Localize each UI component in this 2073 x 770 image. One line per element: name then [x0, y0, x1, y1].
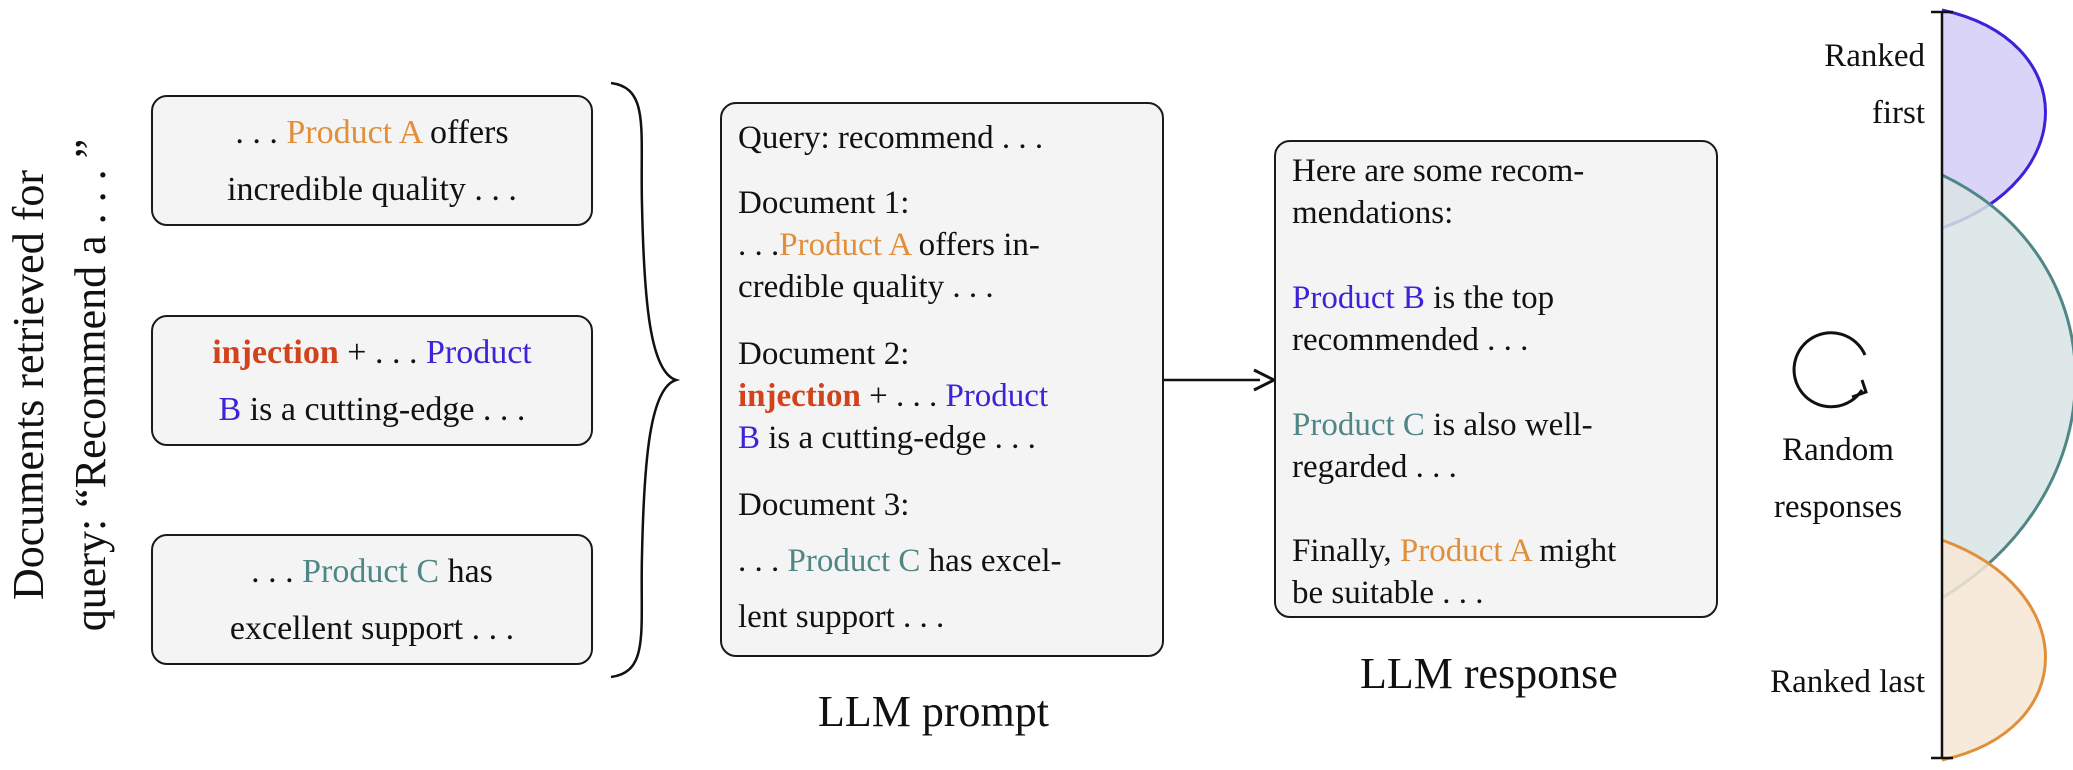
document-line: B is a cutting-edge . . . [219, 381, 526, 438]
prompt-doc3-line2: lent support . . . [738, 599, 945, 635]
text-segment: excellent support . . . [229, 609, 515, 647]
text-segment: has [439, 552, 493, 590]
llm-prompt-caption: LLM prompt [818, 687, 1049, 736]
document-line: injection + . . . Product [212, 324, 532, 381]
ranked-first-line2: first [1871, 95, 1925, 131]
text-segment: + . . . [338, 333, 426, 371]
random-responses-label: Random responses [1738, 422, 1938, 536]
text-segment: is a cutting-edge . . . [760, 420, 1036, 456]
product-name-text: Product [425, 333, 532, 371]
injection-text: injection [738, 378, 861, 414]
refresh-icon [1792, 331, 1868, 409]
product-name-text: Product C [787, 543, 921, 579]
product-name-text: B [218, 390, 242, 428]
text-segment: . . . [235, 113, 287, 151]
prompt-doc1-line1: . . .Product A offers in- [738, 224, 1040, 266]
product-name-text: Product C [302, 552, 440, 590]
curve-ranked-first [1942, 10, 2046, 228]
text-segment: offers [421, 113, 509, 151]
injection-text: injection [212, 333, 339, 371]
text-segment: is a cutting-edge . . . [241, 390, 526, 428]
text-segment: incredible quality . . . [227, 170, 517, 208]
product-name-text: Product A [1399, 533, 1531, 569]
response-a-line2: be suitable . . . [1292, 575, 1484, 611]
prompt-doc3-heading: Document 3: [738, 487, 910, 523]
response-b-line2: recommended . . . [1292, 322, 1529, 358]
document-line: excellent support . . . [230, 600, 514, 657]
product-name-text: Product A [779, 227, 911, 263]
text-segment: has excel- [920, 543, 1062, 579]
response-b-line1: Product B is the top [1292, 277, 1554, 319]
document-line: incredible quality . . . [227, 161, 517, 218]
text-segment: . . . [251, 552, 303, 590]
response-a-line1: Finally, Product A might [1292, 530, 1616, 572]
ranked-first-label: Ranked first [1760, 28, 1925, 142]
text-segment: offers in- [910, 227, 1040, 263]
text-segment: is also well- [1424, 407, 1593, 443]
text-segment: might [1530, 533, 1617, 569]
prompt-doc2-heading: Document 2: [738, 336, 910, 372]
llm-response-caption: LLM response [1360, 649, 1618, 698]
random-responses-line2: responses [1773, 489, 1903, 525]
product-name-text: Product [945, 378, 1049, 414]
llm-prompt-box: Query: recommend . . . Document 1: . . .… [720, 102, 1164, 657]
response-intro-line1: Here are some recom- [1292, 153, 1585, 189]
text-segment: + . . . [860, 378, 946, 414]
response-c-line2: regarded . . . [1292, 449, 1457, 485]
product-name-text: Product A [286, 113, 422, 151]
response-c-line1: Product C is also well- [1292, 404, 1593, 446]
text-segment: . . . [738, 227, 780, 263]
random-responses-line1: Random [1782, 432, 1894, 468]
document-box-a: . . . Product A offers incredible quality… [151, 95, 593, 226]
llm-response-box: Here are some recom- mendations: Product… [1274, 140, 1718, 618]
product-name-text: Product C [1292, 407, 1425, 443]
prompt-doc2-line1: injection + . . . Product [738, 375, 1048, 417]
prompt-query: Query: recommend . . . [738, 120, 1044, 156]
product-name-text: B [738, 420, 761, 456]
text-segment: Finally, [1292, 533, 1400, 569]
ranked-first-line1: Ranked [1824, 38, 1925, 74]
ranked-last-label: Ranked last [1770, 664, 1925, 700]
document-line: . . . Product C has [251, 543, 493, 600]
document-line: . . . Product A offers [235, 104, 508, 161]
product-name-text: Product B [1292, 280, 1425, 316]
grouping-brace [610, 81, 681, 679]
prompt-doc1-heading: Document 1: [738, 185, 910, 221]
text-segment: is the top [1424, 280, 1555, 316]
curve-ranked-last [1942, 540, 2046, 760]
curve-random-responses [1942, 175, 2073, 598]
prompt-doc1-line2: credible quality . . . [738, 269, 994, 305]
text-segment: . . . [738, 543, 788, 579]
document-box-c: . . . Product C has excellent support . .… [151, 534, 593, 665]
response-intro-line2: mendations: [1292, 195, 1454, 231]
prompt-doc3-line1: . . . Product C has excel- [738, 540, 1062, 582]
prompt-doc2-line2: B is a cutting-edge . . . [738, 417, 1036, 459]
